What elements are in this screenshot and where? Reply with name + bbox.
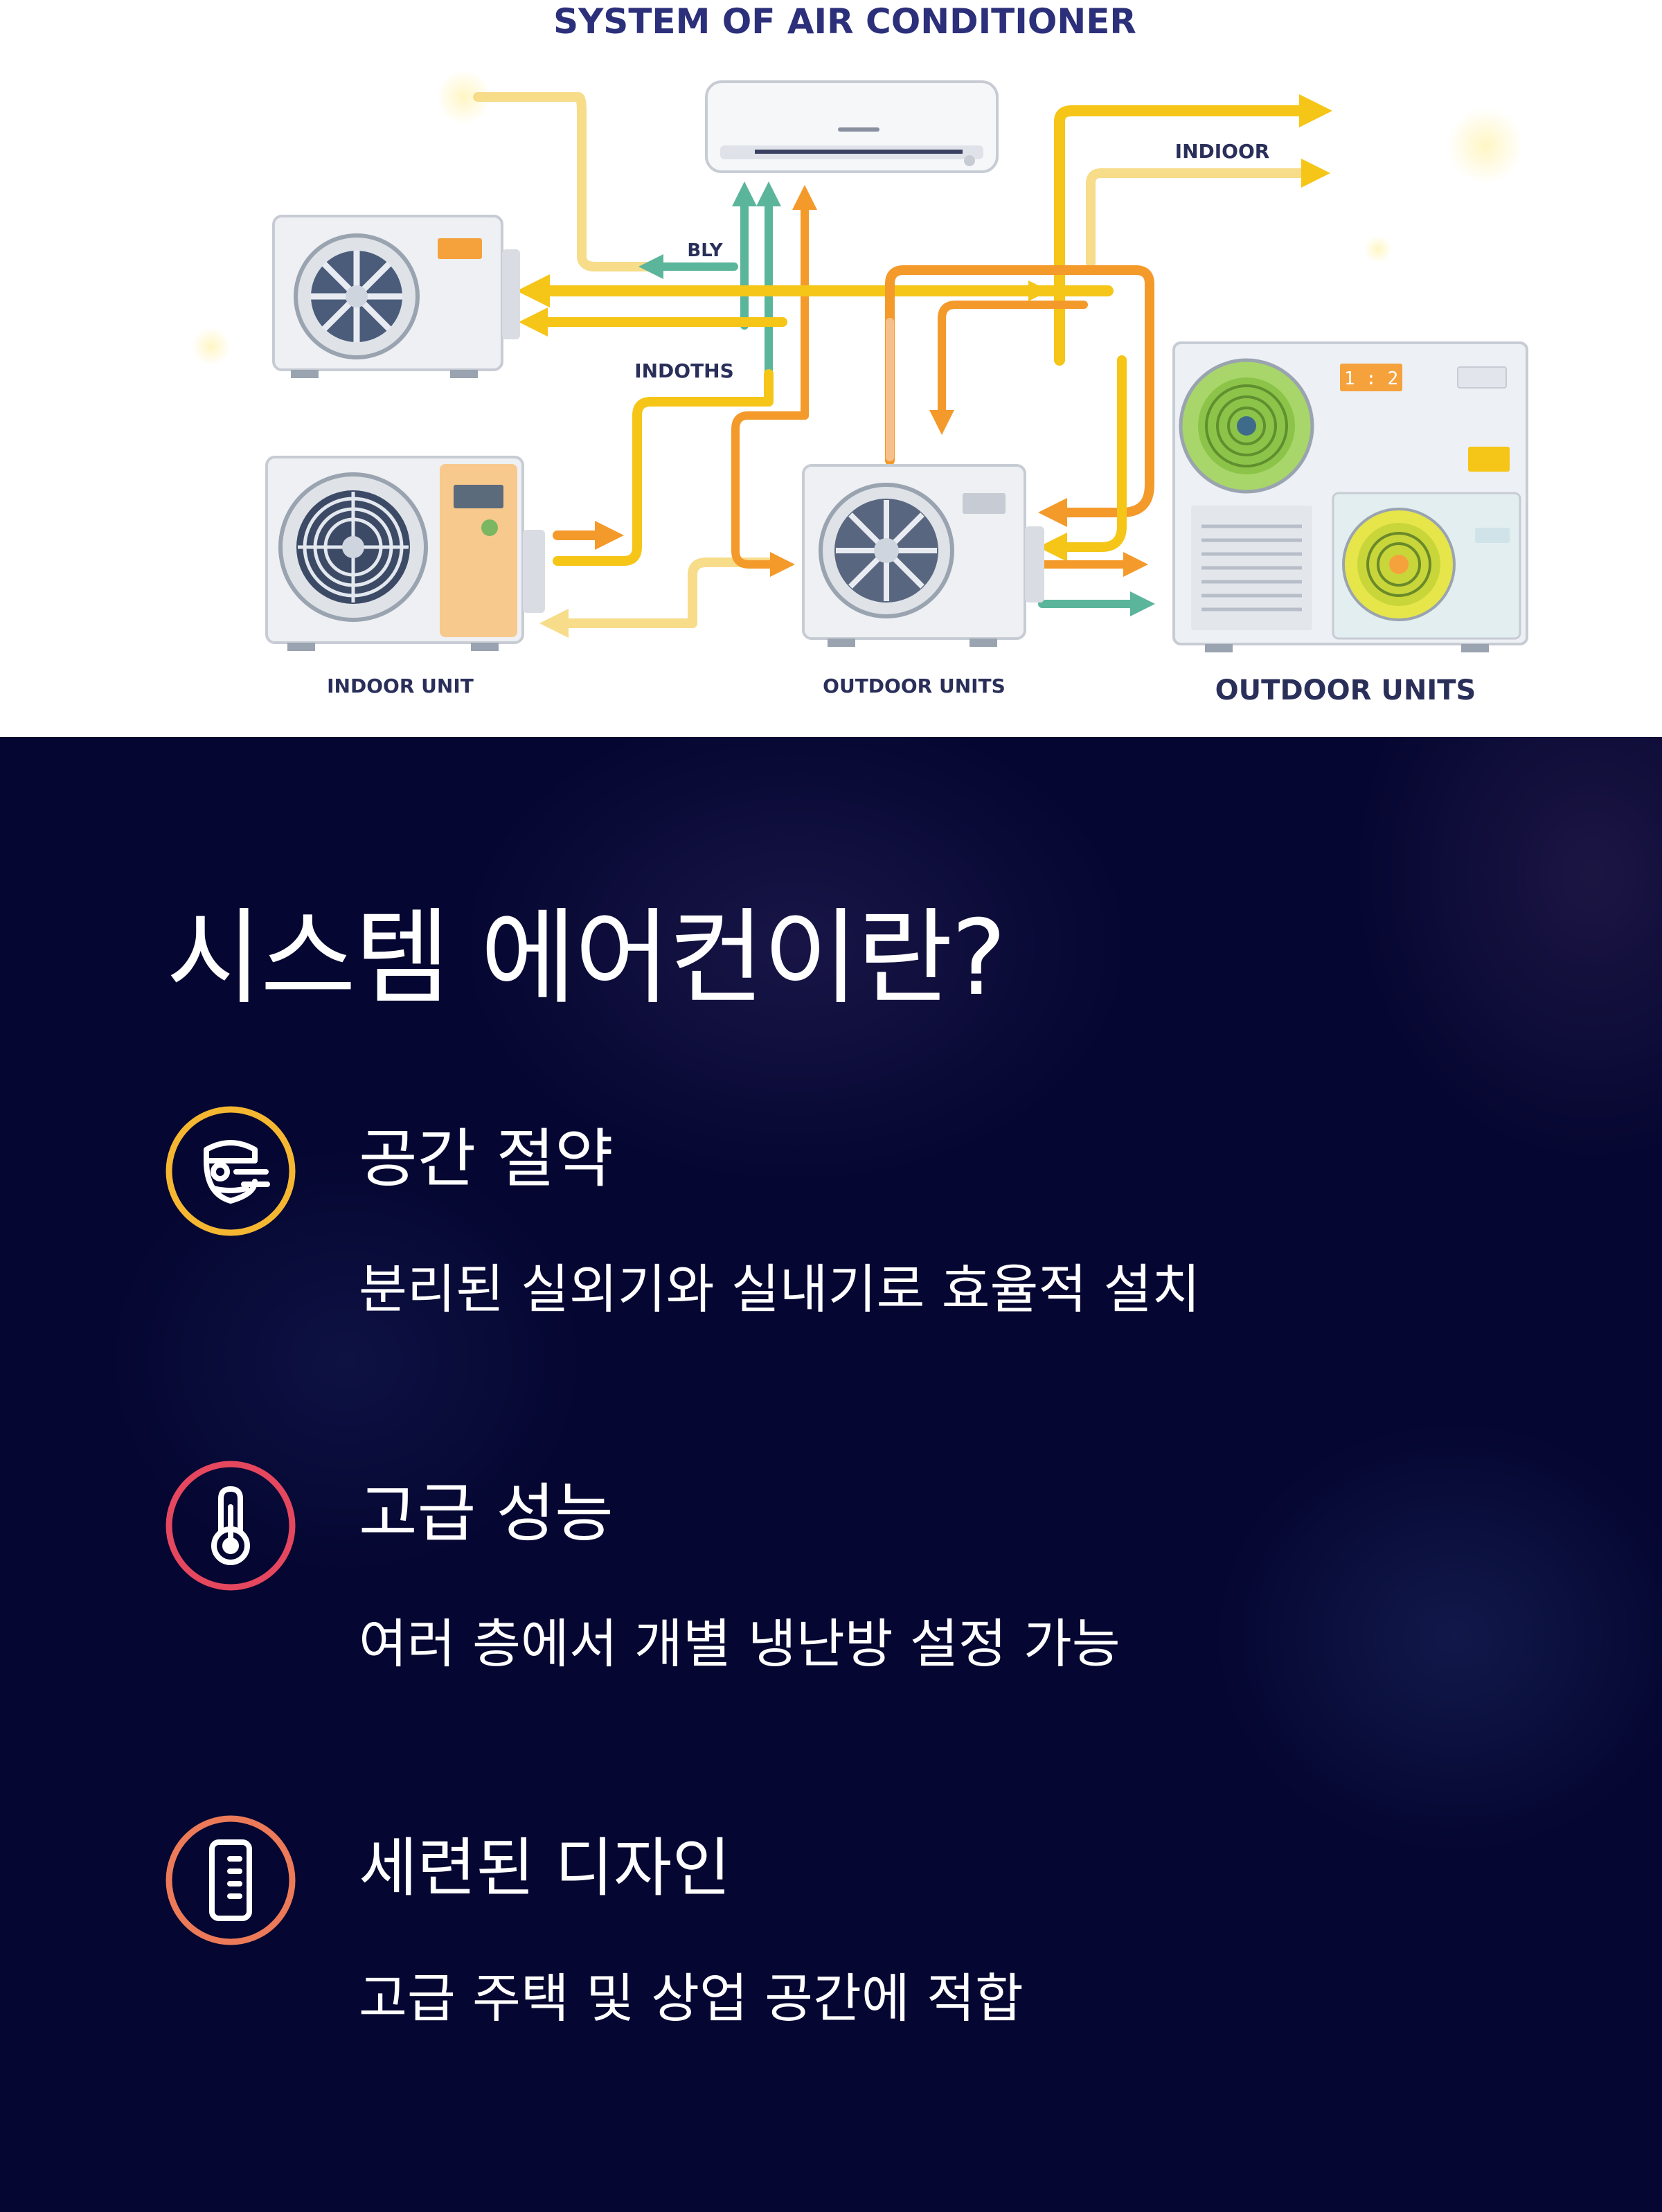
pipe-orange-loop — [885, 265, 1154, 527]
aircon-unit-icon — [163, 1104, 298, 1238]
wall-indoor-unit — [705, 80, 999, 173]
pipe-yellow-up — [553, 369, 774, 566]
info-section: 시스템 에어컨이란? 공간 절약 분리된 실외기와 실내기로 효율적 — [0, 737, 1662, 2212]
label-outdoor-units-big: OUTDOOR UNITS — [1215, 675, 1476, 706]
label-outdoor-units-small: OUTDOOR UNITS — [823, 675, 1006, 697]
feature-description: 여러 층에서 개별 냉난방 설정 가능 — [359, 1613, 1120, 1675]
feature-title: 세련된 디자인 — [359, 1831, 731, 1905]
feature-description: 고급 주택 및 상업 공간에 적합 — [359, 1968, 1024, 2029]
feature-design: 세련된 디자인 고급 주택 및 상업 공간에 적합 — [0, 1813, 1662, 2029]
feature-description: 분리된 실외기와 실내기로 효율적 설치 — [359, 1258, 1201, 1320]
pipe-orange-in — [731, 411, 809, 577]
glow-dot — [1447, 107, 1524, 184]
pipes — [473, 92, 1332, 638]
glow-dot — [192, 327, 231, 366]
pipe-light-indoor — [1086, 159, 1330, 268]
glow-dot — [1364, 235, 1392, 263]
label-indoor: INDIOOR — [1175, 140, 1270, 163]
outdoor-unit-middle — [802, 464, 1044, 647]
feature-title: 고급 성능 — [359, 1477, 614, 1551]
pipe-light — [473, 92, 663, 271]
feature-performance: 고급 성능 여러 층에서 개별 냉난방 설정 가능 — [0, 1459, 1662, 1675]
display-readout: 1 : 2 — [1344, 368, 1398, 389]
indoor-unit-box — [265, 456, 545, 651]
label-indoths: INDOTHS — [634, 359, 734, 382]
feature-title: 공간 절약 — [359, 1122, 614, 1196]
pipe-light-up — [688, 558, 780, 628]
pipe-orange-down — [929, 301, 1088, 435]
pipe-yellow-right-down — [1038, 355, 1127, 562]
diagram-title: SYSTEM OF AIR CONDITIONER — [553, 1, 1136, 42]
outdoor-unit-large: 1 : 2 — [1172, 341, 1528, 652]
feature-space-saving: 공간 절약 분리된 실외기와 실내기로 효율적 설치 — [0, 1104, 1662, 1320]
aircon-system-diagram: SYSTEM OF AIR CONDITIONER — [0, 0, 1662, 737]
thermostat-panel-icon — [163, 1813, 298, 1947]
thermometer-icon — [163, 1459, 298, 1593]
glow-dot — [436, 69, 492, 125]
label-indoor-unit: INDOOR UNIT — [327, 675, 474, 697]
diagram-canvas: SYSTEM OF AIR CONDITIONER — [192, 1, 1528, 706]
section-heading: 시스템 에어컨이란? — [166, 898, 1006, 1019]
outdoor-unit-topleft — [272, 215, 520, 378]
pipe-yellow-indoor — [1054, 94, 1332, 366]
label-bly: BLY — [687, 240, 723, 261]
